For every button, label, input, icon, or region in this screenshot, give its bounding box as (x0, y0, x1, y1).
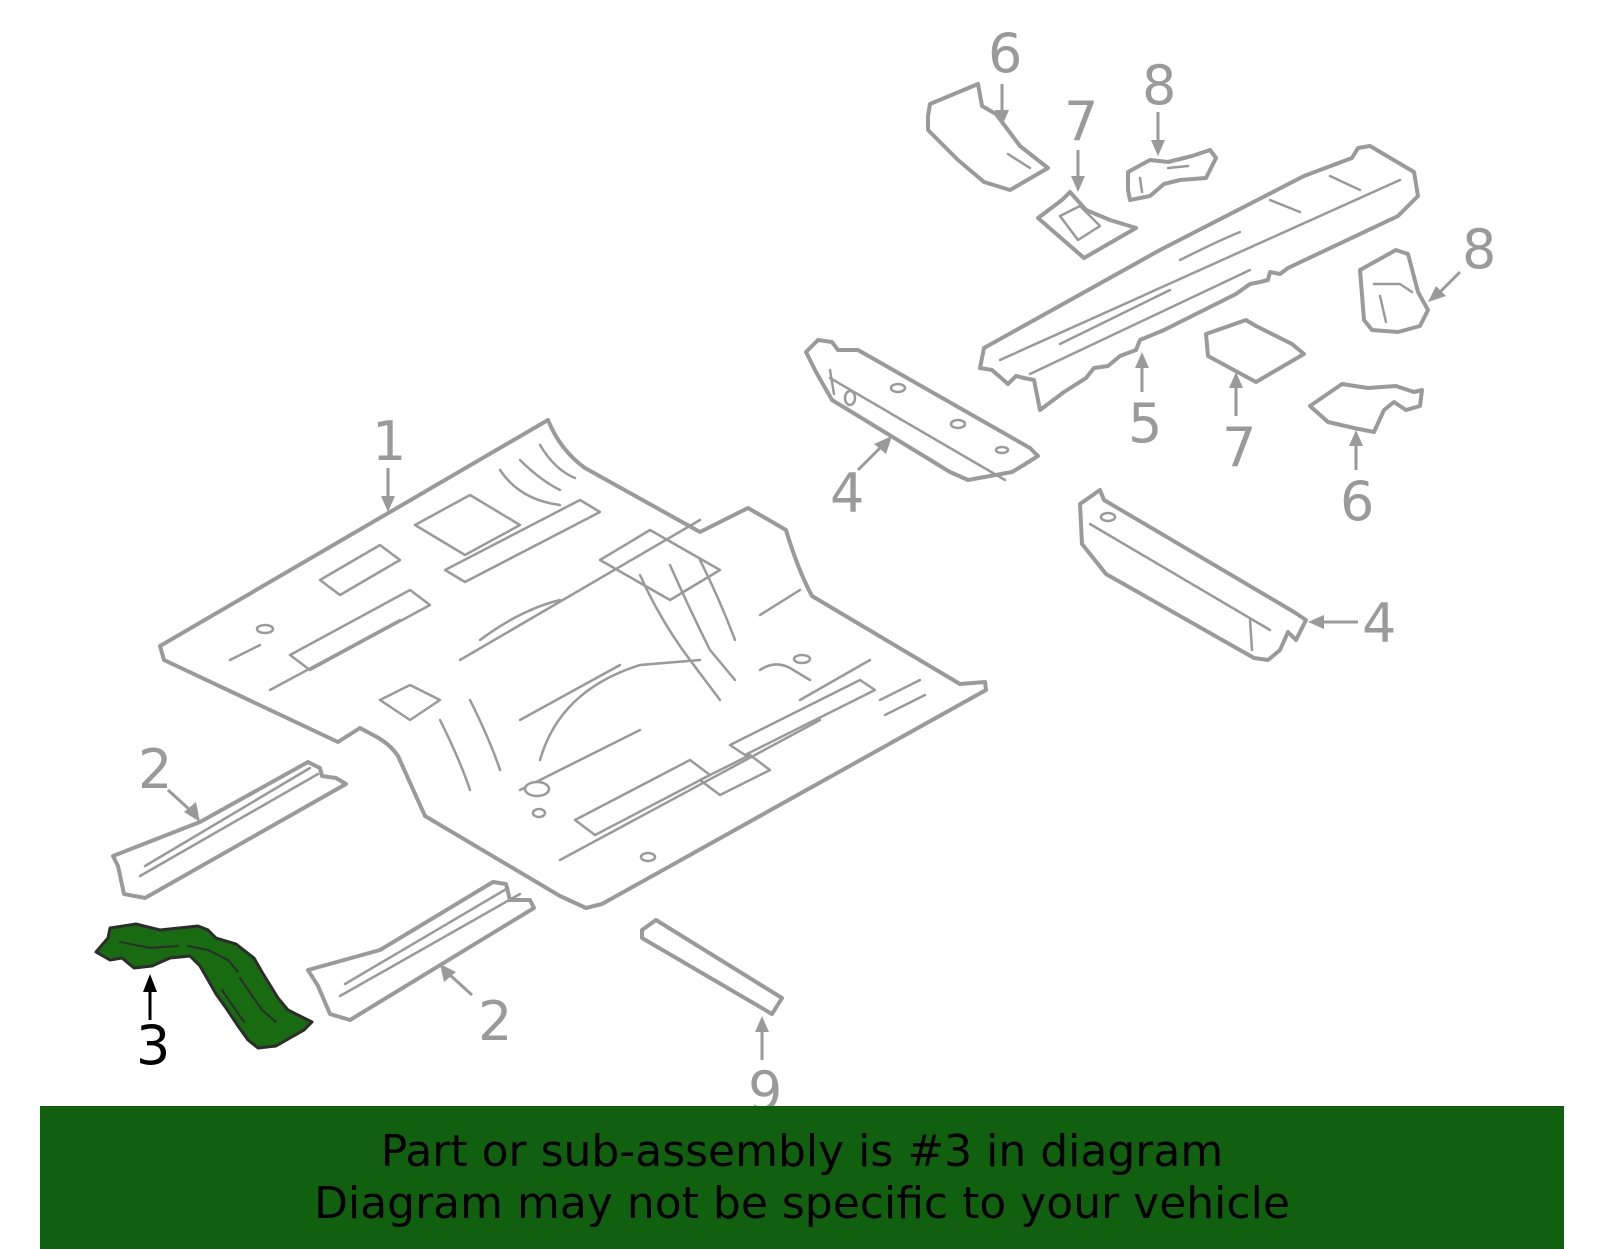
part-9-bar (640, 918, 784, 1016)
callout-labels: 1 2 2 3 4 4 5 6 6 7 7 8 8 9 (136, 22, 1496, 1123)
callout-1: 1 (372, 410, 406, 473)
callout-2-left: 2 (138, 738, 172, 801)
part-4-crossmember-front (804, 338, 1040, 482)
callout-8-top: 8 (1142, 54, 1176, 117)
callout-6-top: 6 (988, 22, 1022, 85)
callout-3: 3 (136, 1014, 170, 1077)
part-4-crossmember-rear (1078, 488, 1308, 662)
callout-arrows (143, 84, 1462, 1060)
callout-8-right: 8 (1462, 218, 1496, 281)
part-2-sill-right (306, 880, 536, 1022)
part-6-bracket-right (1308, 382, 1424, 434)
callout-4-front: 4 (830, 462, 864, 525)
part-8-bracket-top (1126, 148, 1218, 202)
part-7-plate-right (1204, 318, 1306, 384)
part-8-bracket-right (1358, 248, 1430, 334)
info-banner: Part or sub-assembly is #3 in diagram Di… (40, 1106, 1564, 1249)
banner-line-part: Part or sub-assembly is #3 in diagram (380, 1125, 1224, 1177)
part-5-rear-rail (978, 144, 1420, 412)
callout-4-rear: 4 (1362, 592, 1396, 655)
callout-5: 5 (1128, 392, 1162, 455)
part-6-bracket-top (926, 82, 1050, 192)
part-1-floor-pan (158, 418, 988, 910)
callout-7-right: 7 (1222, 416, 1256, 479)
callout-2-right: 2 (478, 990, 512, 1053)
part-7-plate-top (1036, 190, 1138, 260)
banner-line-disclaimer: Diagram may not be specific to your vehi… (314, 1177, 1290, 1229)
callout-6-right: 6 (1340, 470, 1374, 533)
callout-7-top: 7 (1064, 90, 1098, 153)
part-3-highlighted-bracket (94, 922, 314, 1050)
part-2-sill-left (111, 760, 348, 900)
